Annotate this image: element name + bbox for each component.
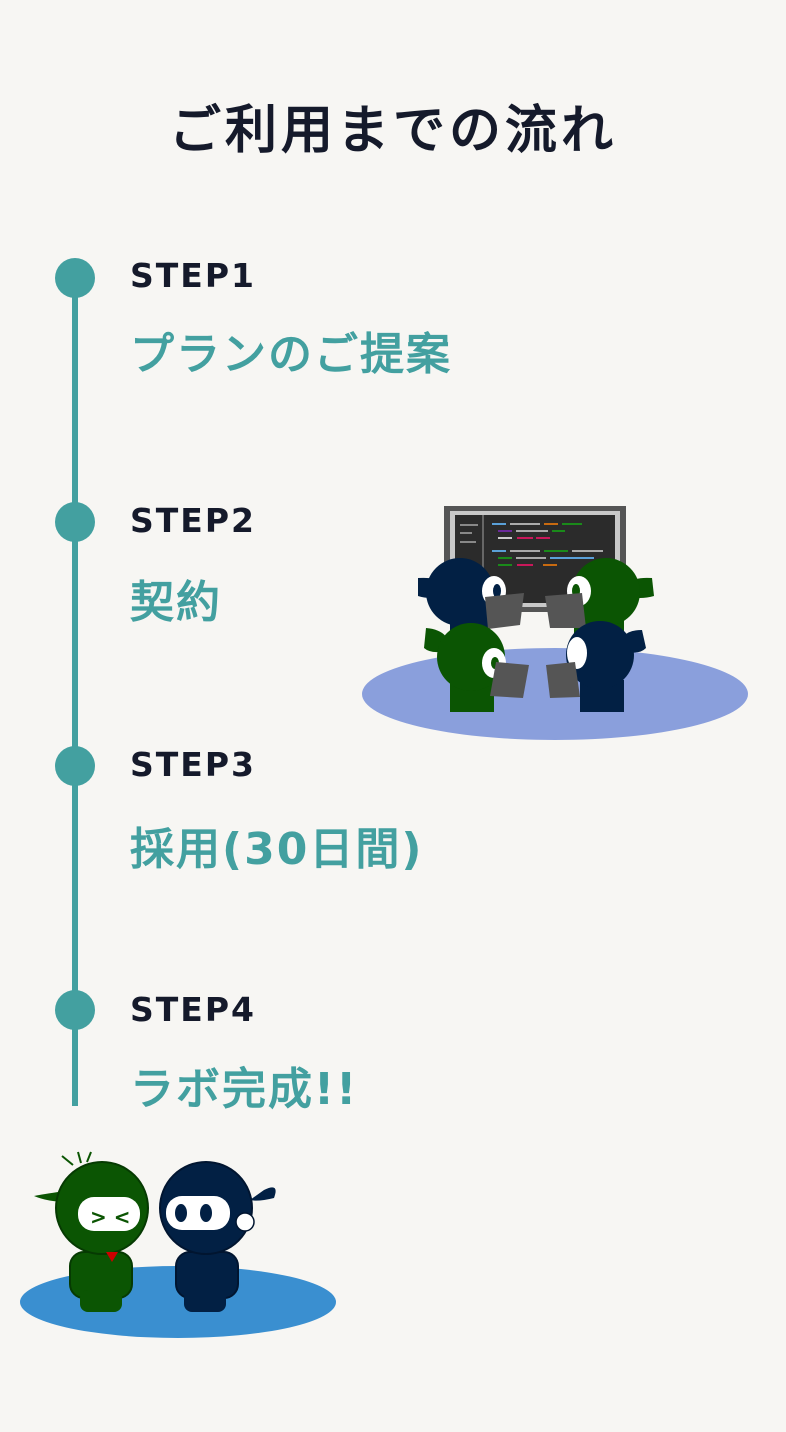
step-3-label: STEP3 xyxy=(130,745,256,784)
timeline-dot-1 xyxy=(55,258,95,298)
timeline-dot-3 xyxy=(55,746,95,786)
svg-text:> <: > < xyxy=(90,1205,130,1229)
step-3-title: 採用(30日間) xyxy=(130,824,424,875)
team-coding-illustration xyxy=(362,506,748,740)
step-2-label: STEP2 xyxy=(130,501,256,540)
step-1-title: プランのご提案 xyxy=(130,329,452,380)
ninjas-greeting-illustration: > < xyxy=(20,1151,336,1338)
timeline-line xyxy=(72,278,78,1106)
step-2-title: 契約 xyxy=(130,577,222,628)
step-1-label: STEP1 xyxy=(130,256,256,295)
step-4-title: ラボ完成!! xyxy=(130,1064,359,1115)
step-4-label: STEP4 xyxy=(130,990,256,1029)
timeline-dot-4 xyxy=(55,990,95,1030)
timeline-dot-2 xyxy=(55,502,95,542)
page-title: ご利用までの流れ xyxy=(168,101,617,161)
